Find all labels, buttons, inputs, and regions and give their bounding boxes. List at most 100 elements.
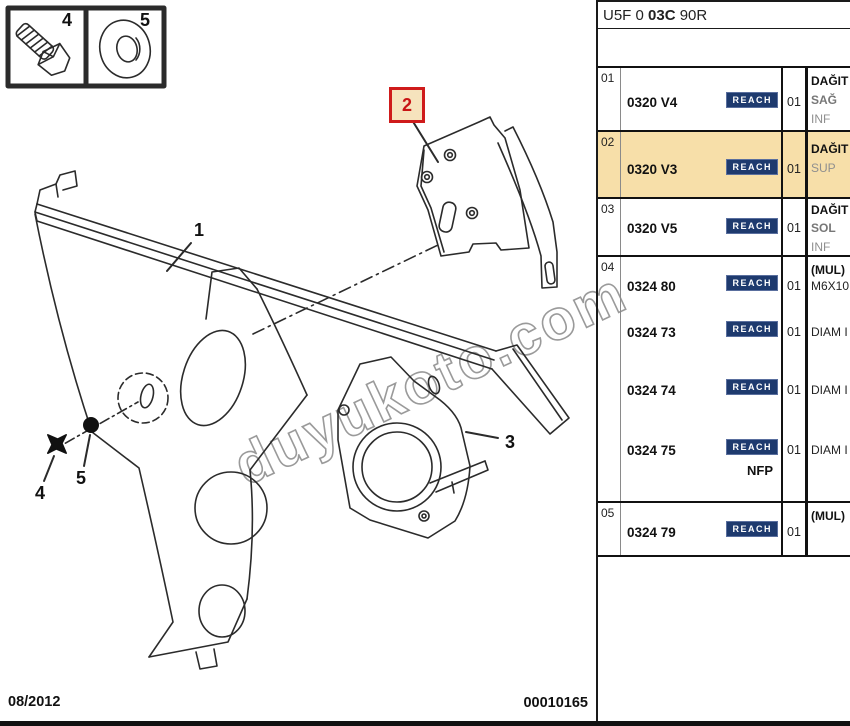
leader-5 (83, 434, 91, 467)
row-number: 04 (601, 260, 615, 274)
leader-4 (43, 455, 55, 482)
part-number-cell: 0320 V3 REACH (621, 132, 783, 197)
callout-2-highlighted[interactable]: 2 (389, 87, 425, 123)
desc-line: (MUL) (811, 509, 845, 523)
description-cell: DAĞIT SAĞ INF (808, 68, 850, 130)
centerline-bolt (47, 401, 139, 454)
desc-line: SAĞ (811, 93, 838, 107)
description-cell: DAĞIT SUP (808, 132, 850, 197)
bolt-icon (15, 22, 71, 77)
part-number: 0324 75 (627, 443, 676, 458)
callout-3: 3 (505, 432, 516, 452)
quantity-cell: 01 (783, 503, 808, 555)
part-number-cell: 0320 V5 REACH (621, 199, 783, 255)
quantity: 01 (787, 525, 801, 539)
callout-5: 5 (76, 468, 87, 488)
part-number: 0320 V5 (627, 221, 678, 236)
leader-1 (166, 242, 192, 272)
quantity: 01 (787, 95, 801, 109)
part-number-cell: 0324 80 REACH 0324 73 REACH 0324 74 REAC… (621, 257, 783, 501)
legend-box-5 (83, 5, 167, 89)
part-number: 0324 74 (627, 383, 676, 398)
table-row-05[interactable]: 05 0324 79 REACH 01 (MUL) (598, 503, 850, 555)
desc-line: SOL (811, 221, 836, 235)
part-number: 0320 V4 (627, 95, 678, 110)
description-cell: (MUL) M6X10 DIAM I DIAM I DIAM I (808, 257, 850, 501)
reach-badge[interactable]: REACH (726, 521, 778, 537)
desc-line: INF (811, 240, 831, 254)
parts-table: 01 0320 V4 REACH 01 DAĞIT SAĞ INF 02 032… (596, 66, 850, 557)
table-row-04[interactable]: 04 0324 80 REACH 0324 73 REACH 0324 74 R… (598, 257, 850, 503)
table-row-02-selected[interactable]: 02 0320 V3 REACH 01 DAĞIT SUP (598, 132, 850, 199)
nfp-flag: NFP (747, 463, 773, 478)
parts-list-panel: U5F 0 03C 90R 01 0320 V4 REACH 01 DAĞIT … (596, 0, 850, 726)
row-number: 01 (601, 71, 615, 85)
code-bold: 03C (648, 7, 676, 24)
desc-line: DAĞIT (811, 142, 849, 156)
reach-badge[interactable]: REACH (726, 321, 778, 337)
row-number: 02 (601, 135, 615, 149)
desc-line: DIAM I (811, 443, 848, 457)
part-number-cell: 0324 79 REACH (621, 503, 783, 555)
part2-bracket (416, 116, 558, 289)
leader-2 (411, 119, 439, 163)
quantity-cell: 01 01 01 01 (783, 257, 808, 501)
reach-badge[interactable]: REACH (726, 439, 778, 455)
desc-line: DIAM I (811, 383, 848, 397)
desc-line: SUP (811, 161, 836, 175)
centerline-bracket (252, 244, 439, 335)
desc-line: INF (811, 112, 831, 126)
description-cell: (MUL) (808, 503, 850, 555)
bolt-marker (47, 434, 67, 454)
part-number-cell: 0320 V4 REACH (621, 68, 783, 130)
description-cell: DAĞIT SOL INF (808, 199, 850, 255)
row-number: 05 (601, 506, 615, 520)
desc-line: M6X10 (811, 279, 850, 293)
row-number-cell: 01 (598, 68, 621, 130)
part-number: 0324 73 (627, 325, 676, 340)
row-number-cell: 05 (598, 503, 621, 555)
legend-box-4 (5, 5, 89, 89)
quantity: 01 (787, 279, 801, 293)
part1-cover (34, 170, 570, 670)
diagram-linework (5, 5, 570, 670)
leader-3 (465, 431, 499, 439)
table-row-03[interactable]: 03 0320 V5 REACH 01 DAĞIT SOL INF (598, 199, 850, 257)
code-prefix: U5F 0 (603, 7, 649, 24)
quantity: 01 (787, 443, 801, 457)
quantity-cell: 01 (783, 199, 808, 255)
code-suffix: 90R (675, 7, 708, 24)
row-number-cell: 03 (598, 199, 621, 255)
desc-line: (MUL) (811, 263, 845, 277)
footer-code: 00010165 (523, 695, 588, 711)
washer-marker (83, 417, 99, 433)
row-number-cell: 02 (598, 132, 621, 197)
callout-1: 1 (194, 220, 205, 240)
reach-badge[interactable]: REACH (726, 92, 778, 108)
quantity: 01 (787, 162, 801, 176)
quantity: 01 (787, 325, 801, 339)
reach-badge[interactable]: REACH (726, 218, 778, 234)
legend-number-5: 5 (140, 10, 151, 30)
parts-diagram: duyukoto.com (5, 5, 638, 711)
row-number-cell: 04 (598, 257, 621, 501)
reach-badge[interactable]: REACH (726, 159, 778, 175)
desc-line: DIAM I (811, 325, 848, 339)
quantity-cell: 01 (783, 132, 808, 197)
desc-line: DAĞIT (811, 74, 849, 88)
part-number: 0320 V3 (627, 162, 678, 177)
legend-number-4: 4 (62, 10, 73, 30)
part-number: 0324 79 (627, 525, 676, 540)
reach-badge[interactable]: REACH (726, 379, 778, 395)
row-number: 03 (601, 202, 615, 216)
callout-4: 4 (35, 483, 46, 503)
bottom-border (0, 721, 850, 726)
washer-icon (98, 19, 152, 79)
quantity: 01 (787, 221, 801, 235)
footer-date: 08/2012 (8, 694, 61, 710)
reach-badge[interactable]: REACH (726, 275, 778, 291)
part-number: 0324 80 (627, 279, 676, 294)
quantity: 01 (787, 383, 801, 397)
desc-line: DAĞIT (811, 203, 849, 217)
table-row-01[interactable]: 01 0320 V4 REACH 01 DAĞIT SAĞ INF (598, 68, 850, 132)
